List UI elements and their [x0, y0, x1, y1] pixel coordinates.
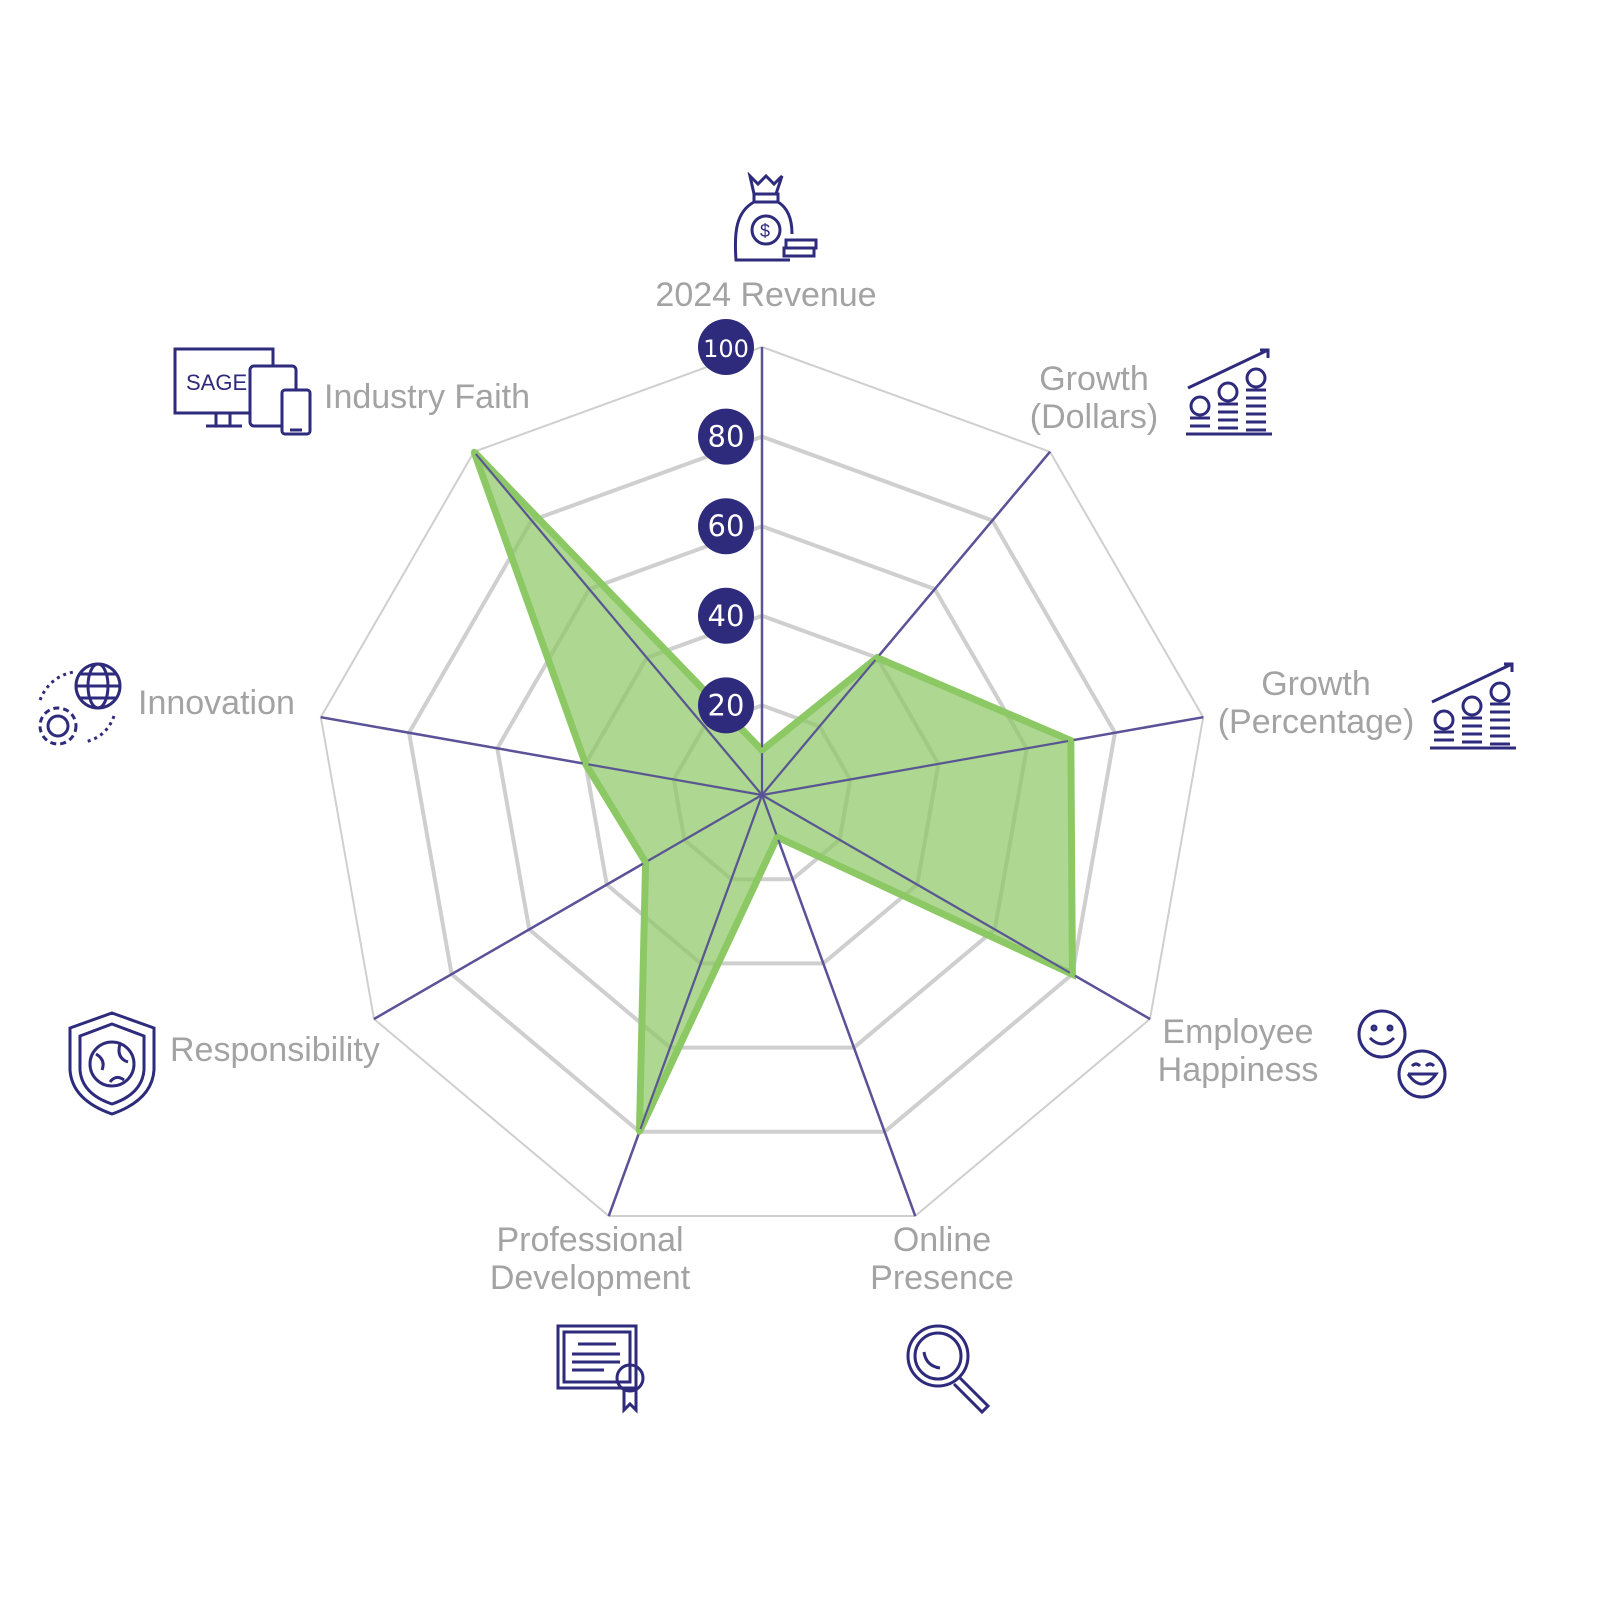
axis-line-overlay	[761, 716, 1204, 796]
tick-badge	[698, 498, 754, 555]
axis-line-overlay	[761, 451, 1051, 796]
shield-globe-icon	[66, 1010, 160, 1121]
axis-label-responsibility: Responsibility	[170, 1031, 380, 1069]
series-area	[470, 449, 1076, 1134]
data-point	[1069, 971, 1076, 978]
axis-line-overlay	[761, 794, 1151, 1020]
data-point	[471, 448, 478, 455]
grid-ring-60	[495, 524, 1029, 1050]
axis-line-overlay	[473, 451, 763, 796]
axis-line-overlay	[607, 794, 763, 1217]
tick-badge	[698, 677, 754, 734]
axis-label-growth-percentage: Growth(Percentage)	[1217, 665, 1415, 741]
svg-text:$: $	[760, 221, 770, 241]
axis-line-overlay	[373, 794, 763, 1020]
sage-logo: SAGE	[186, 370, 247, 395]
tick-label: 80	[708, 420, 745, 454]
certificate-icon	[554, 1322, 650, 1421]
tick-badge	[698, 587, 754, 644]
devices-icon: SAGE	[172, 346, 316, 443]
axis-label-growth-dollars: Growth(Dollars)	[1029, 360, 1159, 436]
data-point	[642, 859, 649, 866]
data-point	[874, 654, 881, 661]
data-point	[1067, 737, 1074, 744]
globe-gear-icon	[30, 660, 126, 757]
axis-label-industry-faith: Industry Faith	[324, 378, 530, 416]
axis-line-overlay	[761, 794, 917, 1217]
data-point	[582, 760, 589, 767]
magnifier-icon	[904, 1322, 998, 1421]
grid-ring-80	[406, 434, 1118, 1134]
axis-line-overlay	[320, 716, 763, 796]
data-point	[759, 747, 765, 754]
grid-ring-100	[319, 345, 1205, 1217]
smiley-faces-icon	[1356, 1008, 1450, 1107]
data-point	[774, 834, 781, 841]
money-bag-icon: $	[728, 171, 824, 269]
tick-label: 60	[708, 509, 745, 543]
coin-growth-icon	[1184, 348, 1276, 443]
data-point	[636, 1128, 643, 1135]
tick-label: 40	[708, 599, 745, 633]
tick-label: 20	[708, 688, 745, 722]
axis-label-innovation: Innovation	[138, 684, 295, 722]
tick-badge	[698, 408, 754, 465]
tick-badge	[698, 319, 754, 375]
coin-growth-icon	[1428, 662, 1520, 757]
tick-label: 100	[703, 335, 749, 363]
axis-label-revenue: 2024 Revenue	[655, 276, 877, 314]
